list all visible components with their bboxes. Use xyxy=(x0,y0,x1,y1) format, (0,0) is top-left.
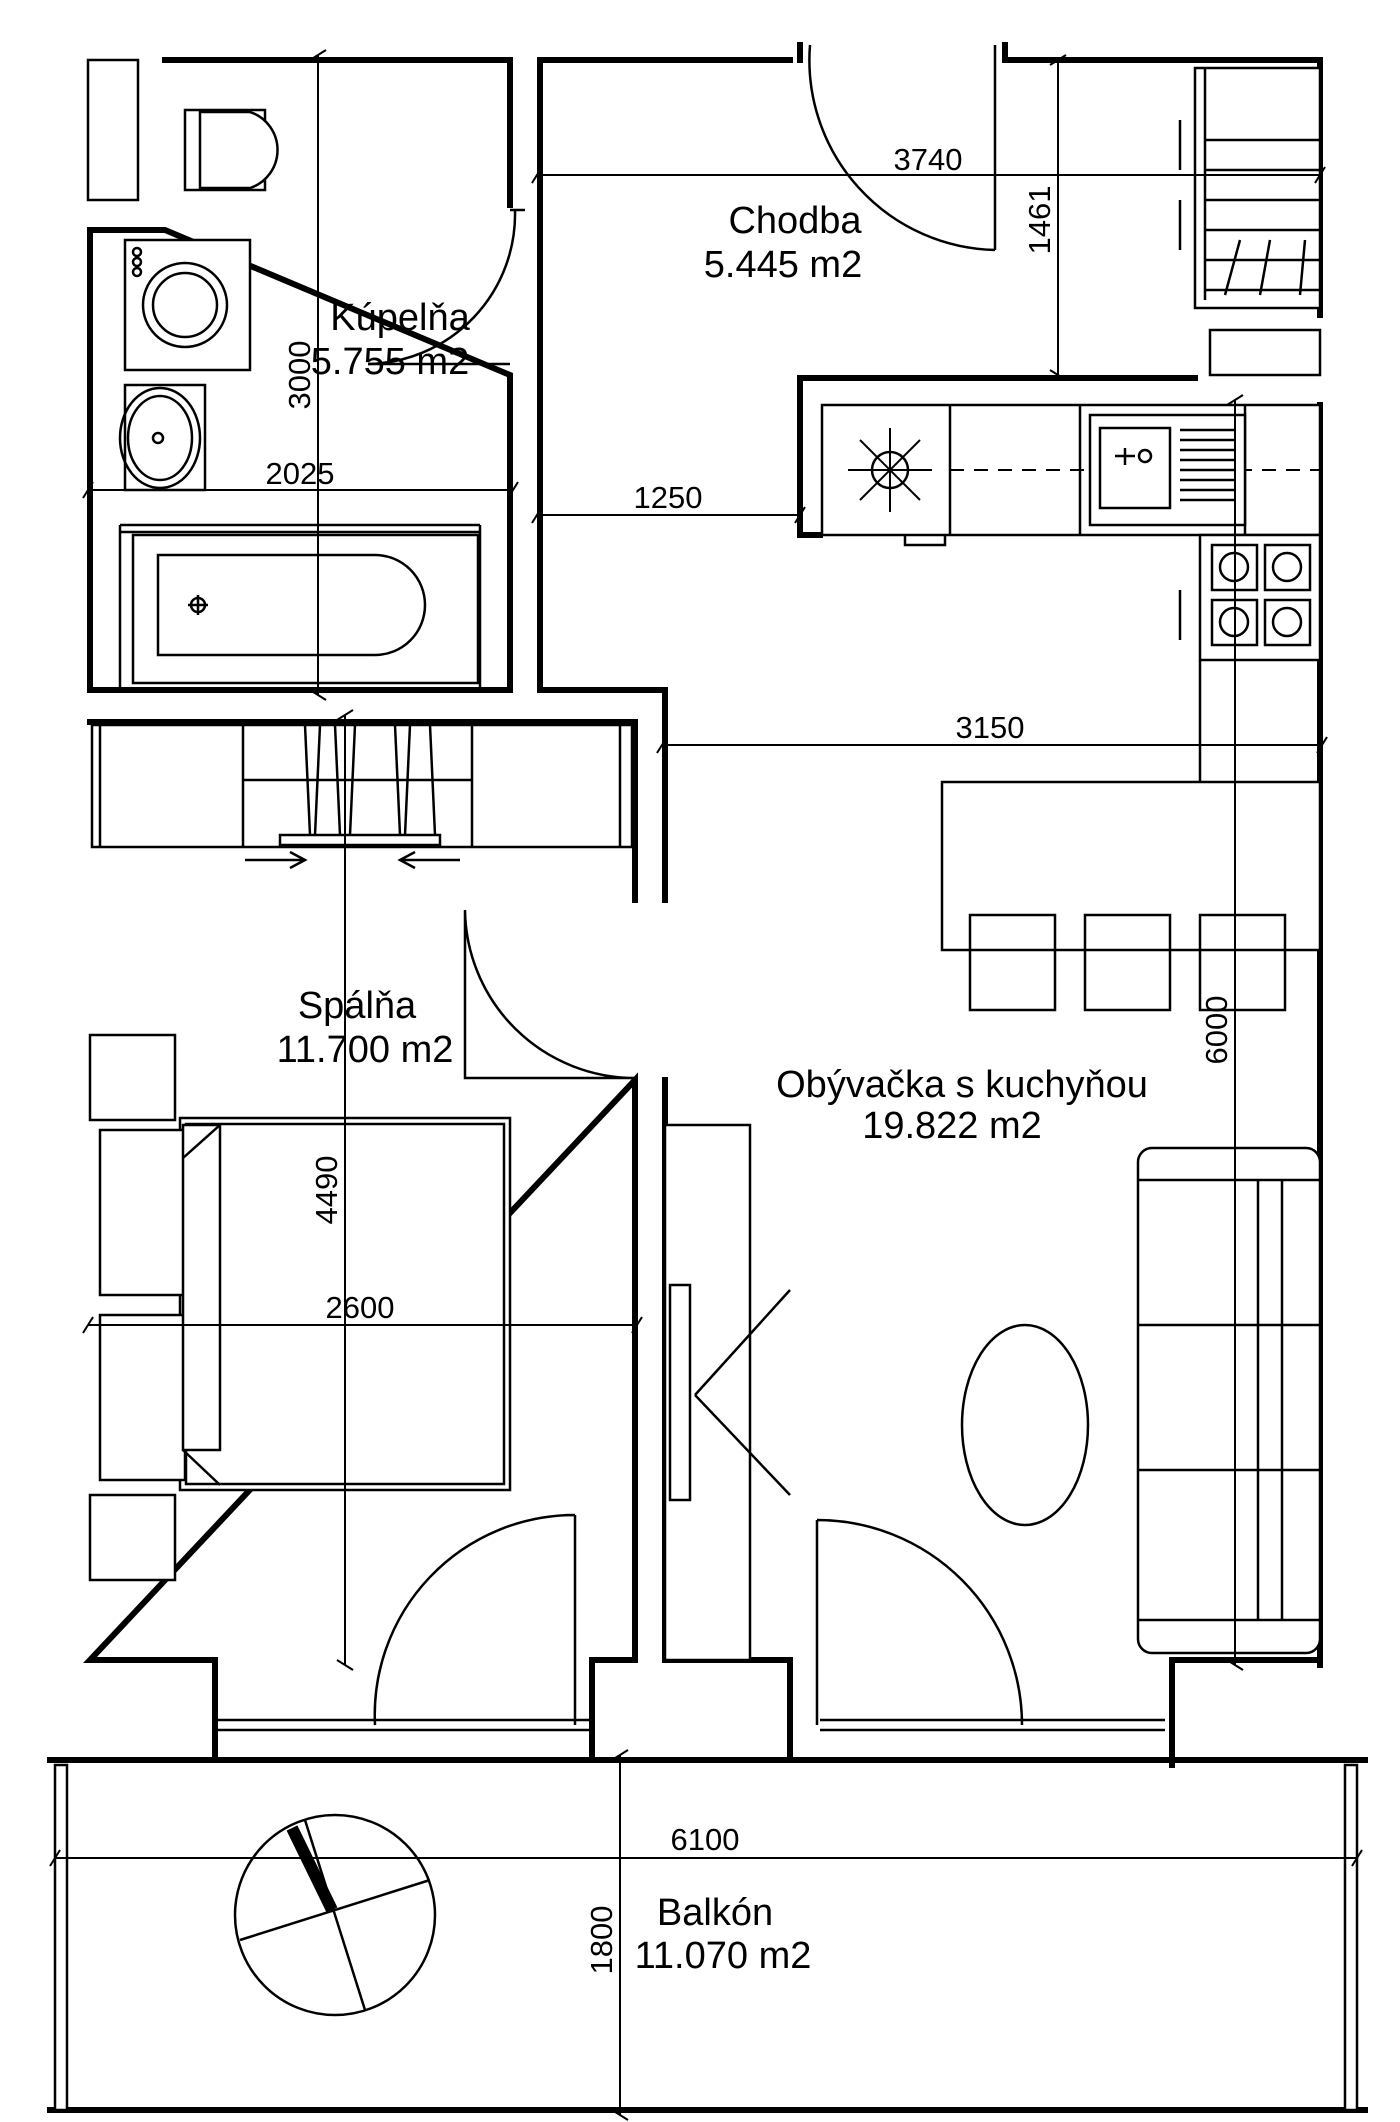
dim-kupelna-width: 2025 xyxy=(266,456,335,491)
wardrobe xyxy=(90,723,634,849)
bedroom-door-swing xyxy=(463,909,636,1080)
dim-chodba-width: 3740 xyxy=(894,142,963,177)
label-spalna-area: 11.700 m2 xyxy=(277,1029,454,1071)
hallway-kitchen xyxy=(537,42,1323,1668)
label-chodba-area: 5.445 m2 xyxy=(704,244,862,286)
dim-living-width: 3150 xyxy=(956,710,1025,745)
bar-stool xyxy=(1083,913,1172,1012)
entrance-door xyxy=(808,44,997,252)
pillow xyxy=(98,1128,187,1297)
balcony-chair xyxy=(286,1825,338,1913)
washbasin-drain-icon xyxy=(151,431,165,445)
shoe-cabinet xyxy=(1193,66,1322,310)
balcony-door-swing xyxy=(815,1518,1024,1726)
sofa xyxy=(1136,1146,1322,1655)
balcony-edges xyxy=(47,1757,1368,2113)
kitchen-wall xyxy=(797,375,1198,538)
dimension-lines xyxy=(49,49,1363,2121)
washing-machine xyxy=(123,238,252,372)
bathroom xyxy=(86,57,525,693)
label-kupelna-area: 5.755 m2 xyxy=(311,341,469,383)
bathroom-door-leaf xyxy=(368,208,525,366)
washing-machine-drum xyxy=(141,261,229,349)
dim-living-depth: 6000 xyxy=(1199,996,1234,1065)
label-chodba-name: Chodba xyxy=(728,200,862,242)
bar-stool xyxy=(1198,913,1287,1012)
wall-cabinet xyxy=(1208,328,1322,377)
dim-chodba-depth: 1461 xyxy=(1022,186,1057,255)
toilet-bowl xyxy=(198,110,279,190)
balcony-railing-right xyxy=(1343,1763,1359,2112)
label-balkon-area: 11.070 m2 xyxy=(635,1935,812,1977)
dim-bedroom-width: 2600 xyxy=(326,1290,395,1325)
dim-bedroom-depth: 4490 xyxy=(309,1156,344,1225)
balcony-door-threshold xyxy=(820,1718,1165,1732)
coffee-table xyxy=(960,1323,1090,1527)
dim-kupelna-depth: 3000 xyxy=(282,341,317,410)
nightstand xyxy=(88,1033,177,1122)
bathtub xyxy=(131,533,480,685)
bathroom-door-swing xyxy=(367,209,517,366)
living-bottom-wall xyxy=(787,1657,1323,1763)
balcony xyxy=(47,1757,1368,2113)
tv xyxy=(668,1283,692,1502)
hob-burner-fan-icon xyxy=(848,428,932,512)
label-obyvacka-name: Obývačka s kuchyňou xyxy=(776,1064,1148,1106)
bedroom-balcony-door-swing xyxy=(373,1513,577,1726)
label-spalna-name: Spálňa xyxy=(298,985,417,1027)
dim-passage-width: 1250 xyxy=(634,480,703,515)
balcony-table xyxy=(233,1813,437,2017)
bathtub-basin xyxy=(156,553,427,657)
pillow xyxy=(98,1313,187,1482)
bar-stool xyxy=(968,913,1057,1012)
dim-balcony-depth: 1800 xyxy=(584,1906,619,1975)
bathroom-cabinet xyxy=(86,58,140,202)
bedroom xyxy=(83,719,638,1763)
cooktop xyxy=(1198,533,1322,662)
bedroom-balcony-threshold xyxy=(215,1718,592,1732)
label-balkon-name: Balkón xyxy=(657,1892,773,1934)
nightstand xyxy=(88,1493,177,1582)
label-obyvacka-area: 19.822 m2 xyxy=(862,1105,1042,1147)
dim-balcony-width: 6100 xyxy=(671,1822,740,1857)
living-room xyxy=(662,780,1323,1768)
balcony-railing-left xyxy=(53,1763,69,2112)
label-kupelna-name: Kúpelňa xyxy=(330,297,470,339)
